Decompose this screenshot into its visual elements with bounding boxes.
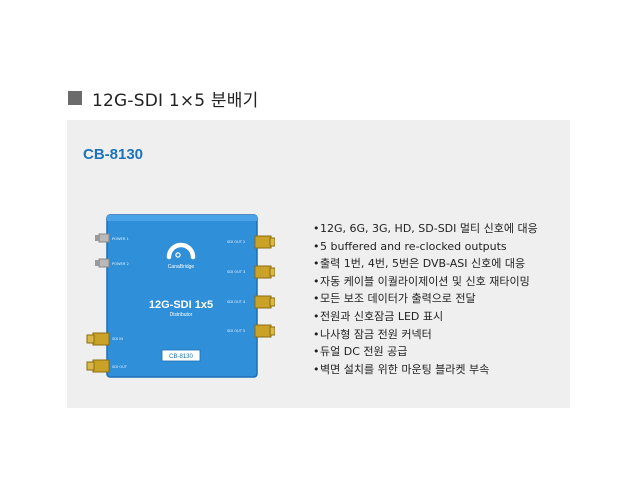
feature-text: 자동 케이블 이퀄라이제이션 및 신호 재타이밍 — [320, 274, 530, 288]
sdi-out-connector-3 — [254, 295, 275, 309]
feature-text: 출력 1번, 4번, 5번은 DVB-ASI 신호에 대응 — [320, 257, 526, 271]
sdi-loop-connector — [86, 359, 110, 373]
brand-name: CanaBridge — [168, 264, 195, 270]
sdi-out-4-label: SDI OUT 4 — [227, 300, 246, 304]
sdi-in-connector — [86, 332, 110, 346]
sdi-out-connector-1 — [254, 235, 275, 249]
model-badge-text: CB-8130 — [169, 354, 193, 360]
feature-list: •12G, 6G, 3G, HD, SD-SDI 멀티 신호에 대응 •5 bu… — [313, 220, 538, 378]
list-item: •12G, 6G, 3G, HD, SD-SDI 멀티 신호에 대응 — [313, 220, 538, 238]
device-subtitle: Distributor — [170, 312, 193, 318]
feature-text: 12G, 6G, 3G, HD, SD-SDI 멀티 신호에 대응 — [320, 222, 538, 235]
list-item: •전원과 신호잠금 LED 표시 — [313, 308, 538, 326]
list-item: •듀얼 DC 전원 공급 — [313, 343, 538, 361]
list-item: •5 buffered and re-clocked outputs — [313, 238, 538, 256]
power2-label: POWER 2 — [112, 262, 129, 266]
sdi-out-connector-4 — [254, 324, 275, 338]
sdi-out-2-label: SDI OUT 2 — [227, 240, 245, 244]
model-badge — [161, 349, 201, 362]
bullet-icon: • — [313, 257, 320, 271]
feature-text: 나사형 잠금 전원 커넥터 — [320, 327, 432, 341]
power-connector-1 — [95, 233, 110, 243]
bullet-icon: • — [313, 222, 320, 235]
list-item: •출력 1번, 4번, 5번은 DVB-ASI 신호에 대응 — [313, 255, 538, 273]
feature-text: 듀얼 DC 전원 공급 — [320, 345, 408, 359]
square-bullet-icon — [68, 91, 82, 105]
section-title: 12G-SDI 1×5 분배기 — [92, 90, 259, 111]
sdi-out-connector-2 — [254, 265, 275, 279]
canabridge-logo-icon — [166, 242, 196, 260]
list-item: •나사형 잠금 전원 커넥터 — [313, 326, 538, 344]
device-name: 12G-SDI 1x5 — [149, 299, 213, 311]
bullet-icon: • — [313, 239, 320, 253]
product-image: POWER 1 POWER 2 SDI IN SDI OUT SDI OUT 2… — [86, 214, 275, 378]
bullet-icon: • — [313, 274, 320, 288]
sdi-in-label: SDI IN — [112, 337, 123, 341]
bullet-icon: • — [313, 327, 320, 341]
feature-text: 벽면 설치를 위한 마운팅 블라켓 부속 — [320, 362, 490, 376]
bullet-icon: • — [313, 292, 320, 306]
sdi-out-5-label: SDI OUT 5 — [227, 329, 245, 333]
feature-text: 5 buffered and re-clocked outputs — [320, 239, 507, 253]
power-connector-2 — [95, 258, 110, 268]
feature-text: 전원과 신호잠금 LED 표시 — [320, 309, 444, 323]
bullet-icon: • — [313, 362, 320, 376]
list-item: •자동 케이블 이퀄라이제이션 및 신호 재타이밍 — [313, 273, 538, 291]
sdi-out-left-label: SDI OUT — [112, 365, 128, 369]
list-item: •벽면 설치를 위한 마운팅 블라켓 부속 — [313, 361, 538, 379]
list-item: •모든 보조 데이터가 출력으로 전달 — [313, 290, 538, 308]
section-heading: 12G-SDI 1×5 분배기 — [68, 86, 259, 111]
sdi-out-3-label: SDI OUT 3 — [227, 270, 245, 274]
power1-label: POWER 1 — [112, 237, 129, 241]
bullet-icon: • — [313, 309, 320, 323]
bullet-icon: • — [313, 345, 320, 359]
device-top-edge — [107, 215, 257, 221]
feature-text: 모든 보조 데이터가 출력으로 전달 — [320, 292, 476, 306]
model-number: CB-8130 — [83, 146, 144, 163]
